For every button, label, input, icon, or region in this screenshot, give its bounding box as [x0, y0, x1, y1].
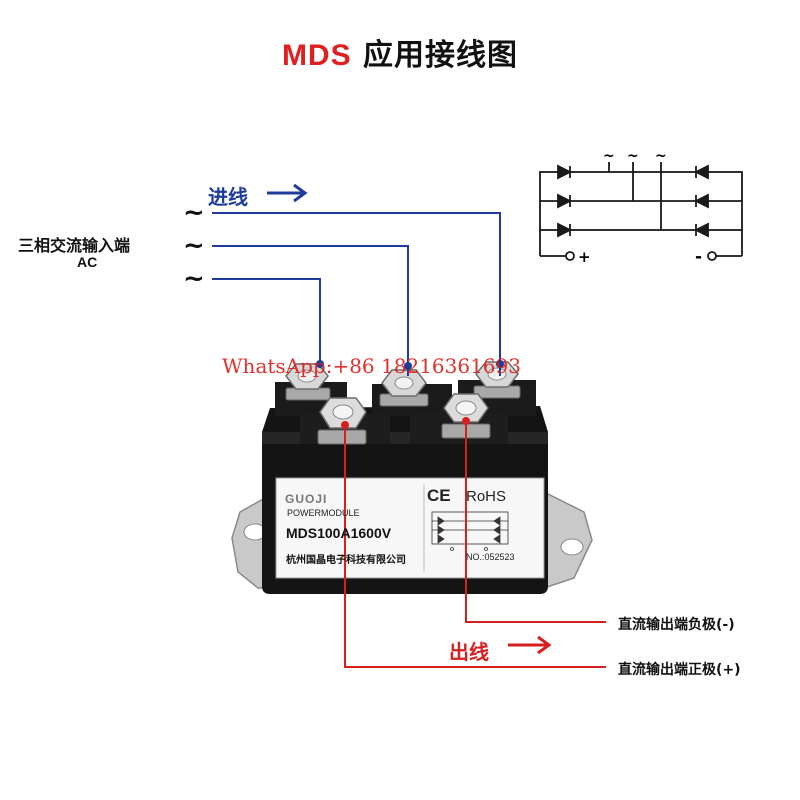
rohs-mark: RoHS	[466, 488, 507, 505]
label-schematic	[431, 511, 509, 551]
module-serial: NO.:052523	[466, 552, 515, 562]
phase-tilde-1: ~	[183, 198, 205, 228]
input-wire-3	[212, 278, 321, 364]
terminal-screw-icon	[379, 369, 429, 407]
diode-icon	[693, 164, 709, 180]
output-wire-positive	[344, 425, 606, 668]
dc-positive-label: 直流输出端正极(+)	[618, 662, 741, 678]
input-wire-1	[212, 212, 501, 376]
ac-label: AC	[77, 254, 98, 270]
diode-icon	[557, 164, 573, 180]
title-text: 应用接线图	[351, 38, 519, 73]
schematic-tilde-1: ~	[603, 148, 615, 164]
schematic-tilde-3: ~	[655, 148, 667, 164]
dc-negative-label: 直流输出端负极(-)	[618, 617, 735, 633]
arrow-right-icon	[508, 635, 552, 655]
phase-tilde-3: ~	[183, 264, 205, 294]
input-wires	[212, 212, 501, 376]
watermark: WhatsApp:+86 18216361693	[222, 354, 521, 378]
module-company: 杭州国晶电子科技有限公司	[286, 555, 406, 566]
output-label: 出线	[449, 640, 489, 664]
input-wire-2	[212, 245, 409, 376]
module-model: MDS100A1600V	[286, 525, 392, 541]
terminal-screw-icon	[317, 397, 367, 445]
module-brand: GUOJI	[285, 492, 328, 506]
input-label: 进线	[208, 185, 248, 209]
module-powermodule: POWERMODULE	[287, 508, 360, 518]
page-title: MDS 应用接线图	[0, 30, 800, 74]
ac-input-label: 三相交流输入端	[18, 236, 131, 255]
diode-icon	[693, 222, 709, 238]
diode-icon	[557, 193, 573, 209]
schematic-minus: -	[695, 247, 702, 267]
arrow-right-icon	[267, 183, 308, 203]
diode-icon	[693, 193, 709, 209]
schematic-plus: +	[578, 248, 591, 266]
output-wires	[344, 421, 606, 668]
diode-icon	[557, 222, 573, 238]
ce-mark: CE	[427, 486, 451, 505]
phase-tilde-2: ~	[183, 231, 205, 261]
output-wire-negative	[465, 421, 606, 623]
terminal-screw-icon	[473, 361, 521, 399]
title-brand: MDS	[281, 39, 352, 72]
bridge-schematic	[539, 162, 743, 261]
schematic-tilde-2: ~	[627, 148, 639, 164]
